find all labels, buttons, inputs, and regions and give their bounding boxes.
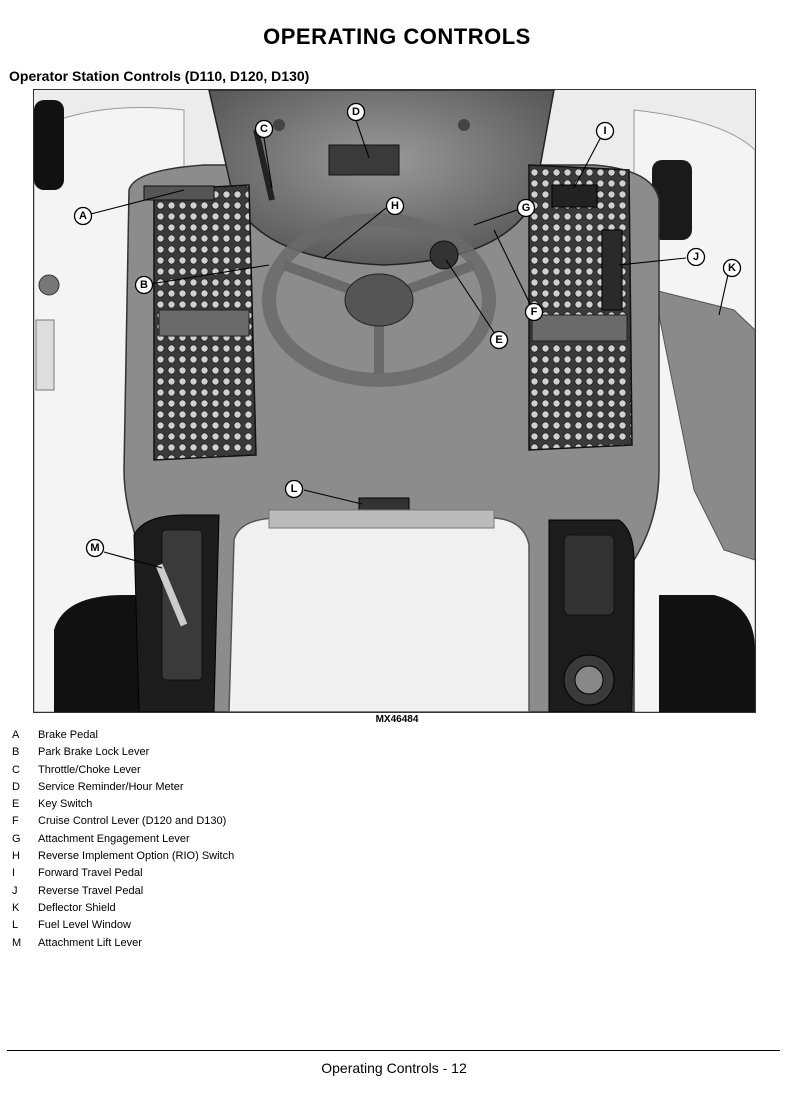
legend-letter: I	[12, 865, 38, 882]
svg-text:J: J	[693, 251, 699, 263]
front-tire-left	[34, 100, 64, 190]
legend-text: Brake Pedal	[38, 727, 98, 744]
callout-c: C	[256, 121, 273, 138]
legend-letter: A	[12, 727, 38, 744]
legend-letter: B	[12, 744, 38, 761]
legend-letter: E	[12, 796, 38, 813]
svg-text:A: A	[79, 210, 87, 222]
forward-travel-pedal	[552, 185, 597, 207]
legend-letter: M	[12, 935, 38, 952]
legend-text: Fuel Level Window	[38, 917, 131, 934]
callout-i: I	[597, 123, 614, 140]
legend-text: Deflector Shield	[38, 900, 116, 917]
legend-text: Park Brake Lock Lever	[38, 744, 149, 761]
legend-text: Attachment Engagement Lever	[38, 831, 190, 848]
svg-text:F: F	[531, 306, 538, 318]
callout-g: G	[518, 200, 535, 217]
lift-lever-housing	[162, 530, 202, 680]
legend-text: Attachment Lift Lever	[38, 935, 142, 952]
legend-text: Cruise Control Lever (D120 and D130)	[38, 813, 226, 830]
legend-text: Throttle/Choke Lever	[38, 762, 141, 779]
svg-text:C: C	[260, 123, 268, 135]
svg-text:B: B	[140, 279, 148, 291]
page-title: OPERATING CONTROLS	[0, 24, 794, 50]
legend-text: Reverse Travel Pedal	[38, 883, 143, 900]
rear-tire-right	[659, 595, 755, 712]
callout-l: L	[286, 481, 303, 498]
deck-knob	[39, 275, 59, 295]
legend-text: Service Reminder/Hour Meter	[38, 779, 184, 796]
right-pad-plate	[532, 315, 627, 341]
callout-m: M	[87, 540, 104, 557]
reverse-travel-pedal	[602, 230, 622, 310]
legend-text: Key Switch	[38, 796, 92, 813]
legend-letter: L	[12, 917, 38, 934]
seat	[229, 518, 529, 712]
svg-text:E: E	[495, 334, 502, 346]
page-footer: Operating Controls - 12	[0, 1060, 788, 1076]
rear-tire-left	[54, 595, 144, 712]
deck-decal	[36, 320, 54, 390]
callout-f: F	[526, 304, 543, 321]
operator-station-illustration: A B C D E F G H I J K L M	[33, 89, 756, 713]
legend-letter: F	[12, 813, 38, 830]
svg-text:M: M	[90, 542, 99, 554]
callout-e: E	[491, 332, 508, 349]
callout-h: H	[387, 198, 404, 215]
callout-d: D	[348, 104, 365, 121]
svg-text:G: G	[522, 202, 531, 214]
callout-b: B	[136, 277, 153, 294]
dash-bolt-left	[273, 119, 285, 131]
callout-j: J	[688, 249, 705, 266]
svg-text:I: I	[603, 125, 606, 137]
svg-text:K: K	[728, 262, 736, 274]
legend-text: Forward Travel Pedal	[38, 865, 143, 882]
callout-a: A	[75, 208, 92, 225]
legend-text: Reverse Implement Option (RIO) Switch	[38, 848, 234, 865]
dash-bolt-right	[458, 119, 470, 131]
illustration-svg: A B C D E F G H I J K L M	[34, 90, 755, 712]
svg-text:L: L	[291, 483, 298, 495]
cup-holder-insert	[575, 666, 603, 694]
legend-letter: G	[12, 831, 38, 848]
legend-letter: C	[12, 762, 38, 779]
legend-item: IForward Travel Pedal	[12, 865, 234, 882]
svg-text:H: H	[391, 200, 399, 212]
left-pad-plate	[159, 310, 249, 336]
legend-letter: D	[12, 779, 38, 796]
callout-k: K	[724, 260, 741, 277]
console-tray	[564, 535, 614, 615]
key-switch	[430, 241, 458, 269]
legend-letter: K	[12, 900, 38, 917]
legend-letter: J	[12, 883, 38, 900]
legend-letter: H	[12, 848, 38, 865]
section-title: Operator Station Controls (D110, D120, D…	[9, 68, 309, 84]
footer-rule	[7, 1050, 780, 1051]
hour-meter	[329, 145, 399, 175]
svg-text:D: D	[352, 106, 360, 118]
seat-back-plate	[269, 510, 494, 528]
figure-id: MX46484	[0, 714, 794, 725]
